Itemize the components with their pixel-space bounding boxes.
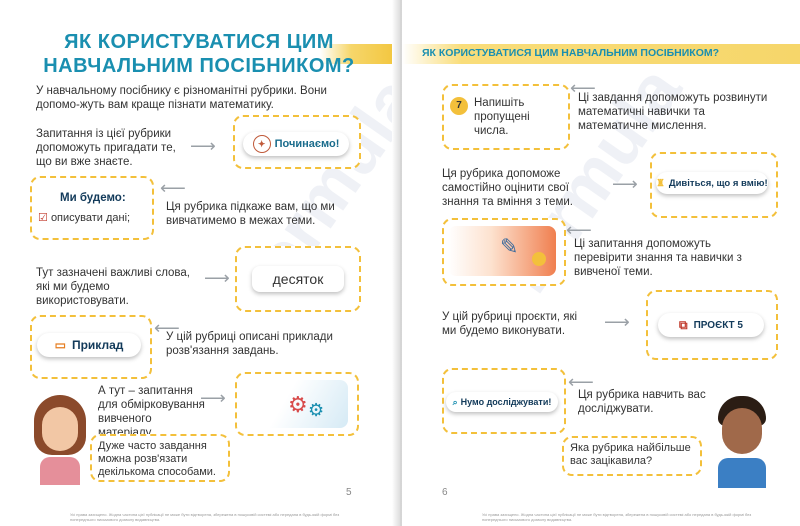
project-pill: ⧉ ПРОЄКТ 5 xyxy=(658,313,764,337)
task-desc: Ці завдання допоможуть розвинути математ… xyxy=(578,92,768,132)
page-title: ЯК КОРИСТУВАТИСЯ ЦИМ НАВЧАЛЬНИМ ПОСІБНИК… xyxy=(0,30,398,78)
explore-pill: ⌕ Нумо досліджувати! xyxy=(446,392,558,412)
header-bar xyxy=(402,44,800,64)
arrow-left-icon: ⟵ xyxy=(566,220,592,240)
arrow-left-icon: ⟵ xyxy=(154,318,180,338)
book-icon: ▭ xyxy=(54,338,66,352)
girl-speech-bubble: Дуже часто завдання можна розв'язати дек… xyxy=(90,434,230,482)
explore-text: Ця рубрика навчить вас досліджувати. xyxy=(578,389,706,415)
will-title: Ми будемо: xyxy=(60,192,126,204)
arrow-left-icon: ⟵ xyxy=(570,78,596,98)
gear-icon: ⚙ xyxy=(288,392,308,417)
girl-illustration xyxy=(30,395,90,485)
will-item: ☑ описувати дані; xyxy=(38,211,130,224)
arrow-right-icon: ⟶ xyxy=(190,136,216,156)
arrow-right-icon: ⟶ xyxy=(200,388,226,408)
coin-icon xyxy=(532,252,546,266)
title-line-2: НАВЧАЛЬНИМ ПОСІБНИКОМ? xyxy=(43,55,355,77)
project-label: ПРОЄКТ 5 xyxy=(693,319,743,331)
boy-illustration xyxy=(712,394,772,488)
question-text: Запитання із цієї рубрики допоможуть при… xyxy=(36,128,176,168)
arrow-right-icon: ⟶ xyxy=(612,174,638,194)
arrow-right-icon: ⟶ xyxy=(604,312,630,332)
page-header: ЯК КОРИСТУВАТИСЯ ЦИМ НАВЧАЛЬНИМ ПОСІБНИК… xyxy=(422,47,720,59)
cubes-icon: ⧉ xyxy=(679,317,688,332)
header-bar xyxy=(320,44,398,64)
keyword-pill: десяток xyxy=(252,266,344,292)
page-footer: Усі права захищено. Жодна частина цієї п… xyxy=(482,512,752,522)
title-line-1: ЯК КОРИСТУВАТИСЯ ЦИМ xyxy=(64,31,334,53)
page-number: 6 xyxy=(442,487,448,498)
task-number-badge: 7 xyxy=(450,97,468,115)
project-text: У цій рубриці проєкти, які ми будемо вик… xyxy=(442,311,578,337)
arrow-left-icon: ⟵ xyxy=(160,178,186,198)
example-label: Приклад xyxy=(71,338,124,352)
example-text: У цій рубриці описані приклади розв'язан… xyxy=(166,331,333,357)
start-label: Починаємо! xyxy=(274,138,340,150)
left-page: formula ЯК КОРИСТУВАТИСЯ ЦИМ НАВЧАЛЬНИМ … xyxy=(0,0,398,526)
clipboard-icon: ✎ xyxy=(500,234,519,259)
task-text: Напишіть пропущені числа. xyxy=(474,97,530,137)
arrow-right-icon: ⟶ xyxy=(204,268,230,288)
page-number: 5 xyxy=(346,487,352,498)
selfcheck-label: Дивіться, що я вмію! xyxy=(668,177,768,189)
will-text: Ця рубрика підкаже вам, що ми вивчатимем… xyxy=(166,201,335,227)
trophy-icon: ♜ xyxy=(656,177,665,189)
task-box xyxy=(442,84,570,150)
checkbox-icon: ☑ xyxy=(38,212,48,224)
discuss-text: А тут – запитання для обмірковування вив… xyxy=(98,385,205,439)
right-page: formula ЯК КОРИСТУВАТИСЯ ЦИМ НАВЧАЛЬНИМ … xyxy=(402,0,800,526)
boy-speech-bubble: Яка рубрика найбільше вас зацікавила? xyxy=(562,436,702,476)
selfcheck-text: Ця рубрика допоможе самостійно оцінити с… xyxy=(442,168,573,208)
keywords-text: Тут зазначені важливі слова, які ми буде… xyxy=(36,267,191,307)
magnifier-icon: ⌕ xyxy=(452,396,458,407)
rocket-icon: ✦ xyxy=(252,135,271,153)
gears-image: ⚙ ⚙ xyxy=(244,380,348,428)
start-pill: ✦ Починаємо! xyxy=(243,132,349,156)
check-image: ✎ xyxy=(448,226,556,276)
will-box xyxy=(30,176,154,240)
intro-text: У навчальному посібнику є різноманітні р… xyxy=(36,85,327,111)
will-item-label: описувати дані; xyxy=(50,212,131,224)
example-pill: ▭ Приклад xyxy=(37,333,141,357)
arrow-left-icon: ⟵ xyxy=(568,372,594,392)
check-text: Ці запитання допоможуть перевірити знанн… xyxy=(574,238,742,278)
selfcheck-pill: ♜ Дивіться, що я вмію! xyxy=(656,172,768,194)
gear-icon: ⚙ xyxy=(308,400,325,420)
explore-label: Нумо досліджувати! xyxy=(460,397,552,407)
page-footer: Усі права захищено. Жодна частина цієї п… xyxy=(70,512,340,522)
